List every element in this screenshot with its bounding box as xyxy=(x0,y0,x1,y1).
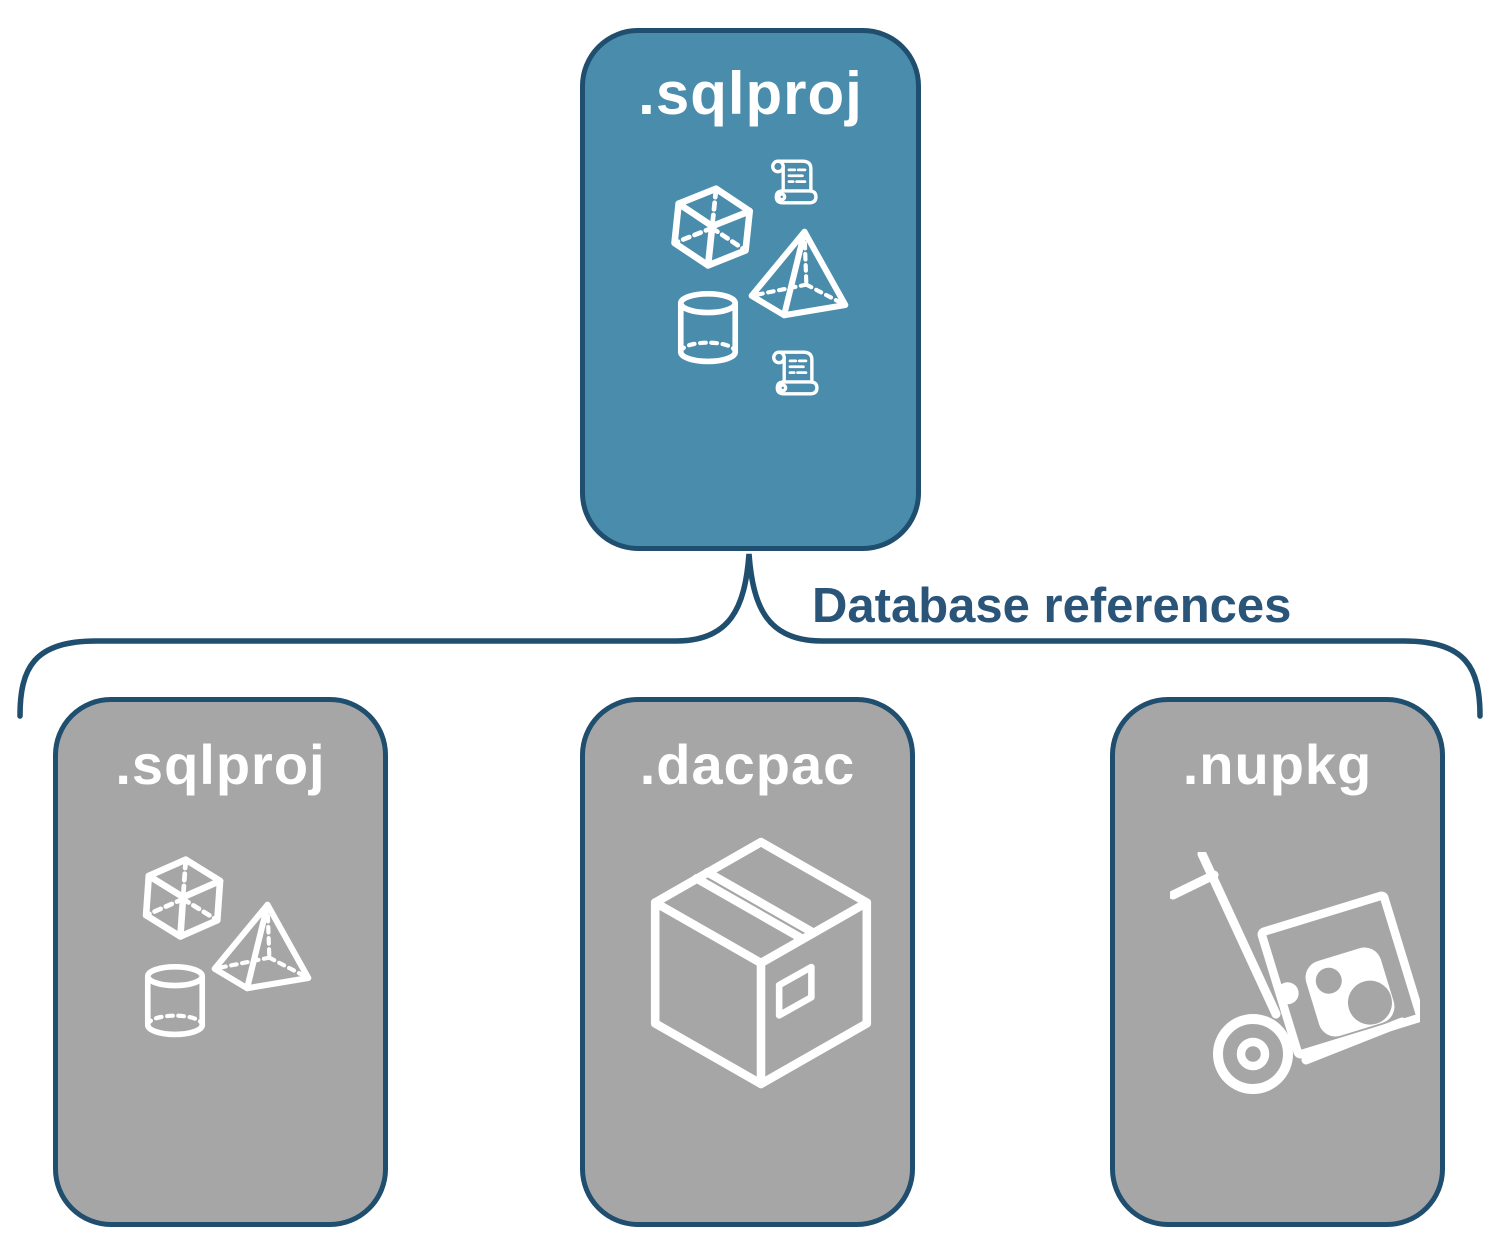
child-card-sqlproj: .sqlproj xyxy=(53,697,388,1227)
child-card-title: .dacpac xyxy=(639,733,856,796)
pyramid-icon xyxy=(748,228,849,319)
child-card-title: .sqlproj xyxy=(115,733,326,796)
child-card-title: .nupkg xyxy=(1182,733,1373,796)
cube-icon xyxy=(671,185,753,269)
package-box-icon xyxy=(650,837,872,1089)
scroll-icon xyxy=(772,350,819,396)
parent-card-title: .sqlproj xyxy=(638,60,863,127)
cylinder-icon xyxy=(677,291,739,365)
pyramid-icon xyxy=(211,901,312,992)
cylinder-icon xyxy=(144,964,206,1038)
nuget-logo xyxy=(1276,947,1395,1037)
cube-icon xyxy=(142,856,224,940)
child-card-nupkg: .nupkg xyxy=(1110,697,1445,1227)
nuget-hand-truck-icon xyxy=(1170,852,1420,1094)
parent-card-sqlproj: .sqlproj xyxy=(580,28,921,551)
child-card-dacpac: .dacpac xyxy=(580,697,915,1227)
relationship-label: Database references xyxy=(812,579,1292,633)
scroll-icon xyxy=(771,159,818,205)
